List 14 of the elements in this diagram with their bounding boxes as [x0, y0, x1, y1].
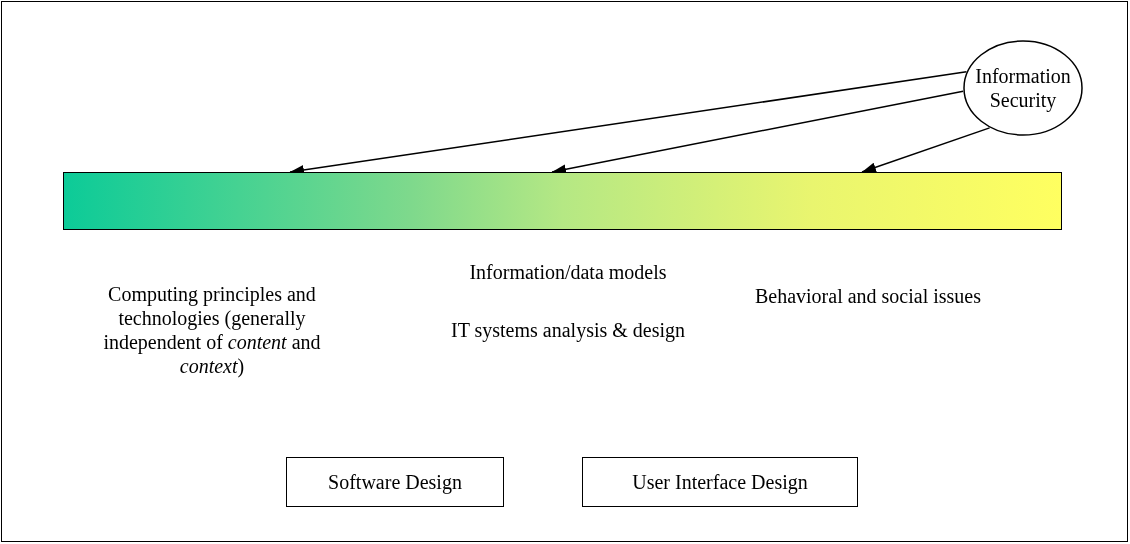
ellipse-node: [963, 40, 1083, 136]
gradient-bar: [63, 172, 1062, 230]
node-text: User Interface Design: [632, 470, 808, 494]
text-label: Computing principles and technologies (generally independent of content and context): [102, 282, 322, 378]
arrow: [289, 71, 968, 175]
node-text: Software Design: [328, 470, 462, 494]
process-box: [582, 457, 858, 507]
process-box: [286, 457, 504, 507]
arrow: [551, 90, 964, 175]
node-text: Information Security: [974, 64, 1072, 112]
text-label: Behavioral and social issues: [753, 284, 983, 308]
text-label: IT systems analysis & design: [449, 318, 687, 342]
text-label: Information/data models: [468, 260, 668, 284]
arrow: [861, 127, 991, 173]
